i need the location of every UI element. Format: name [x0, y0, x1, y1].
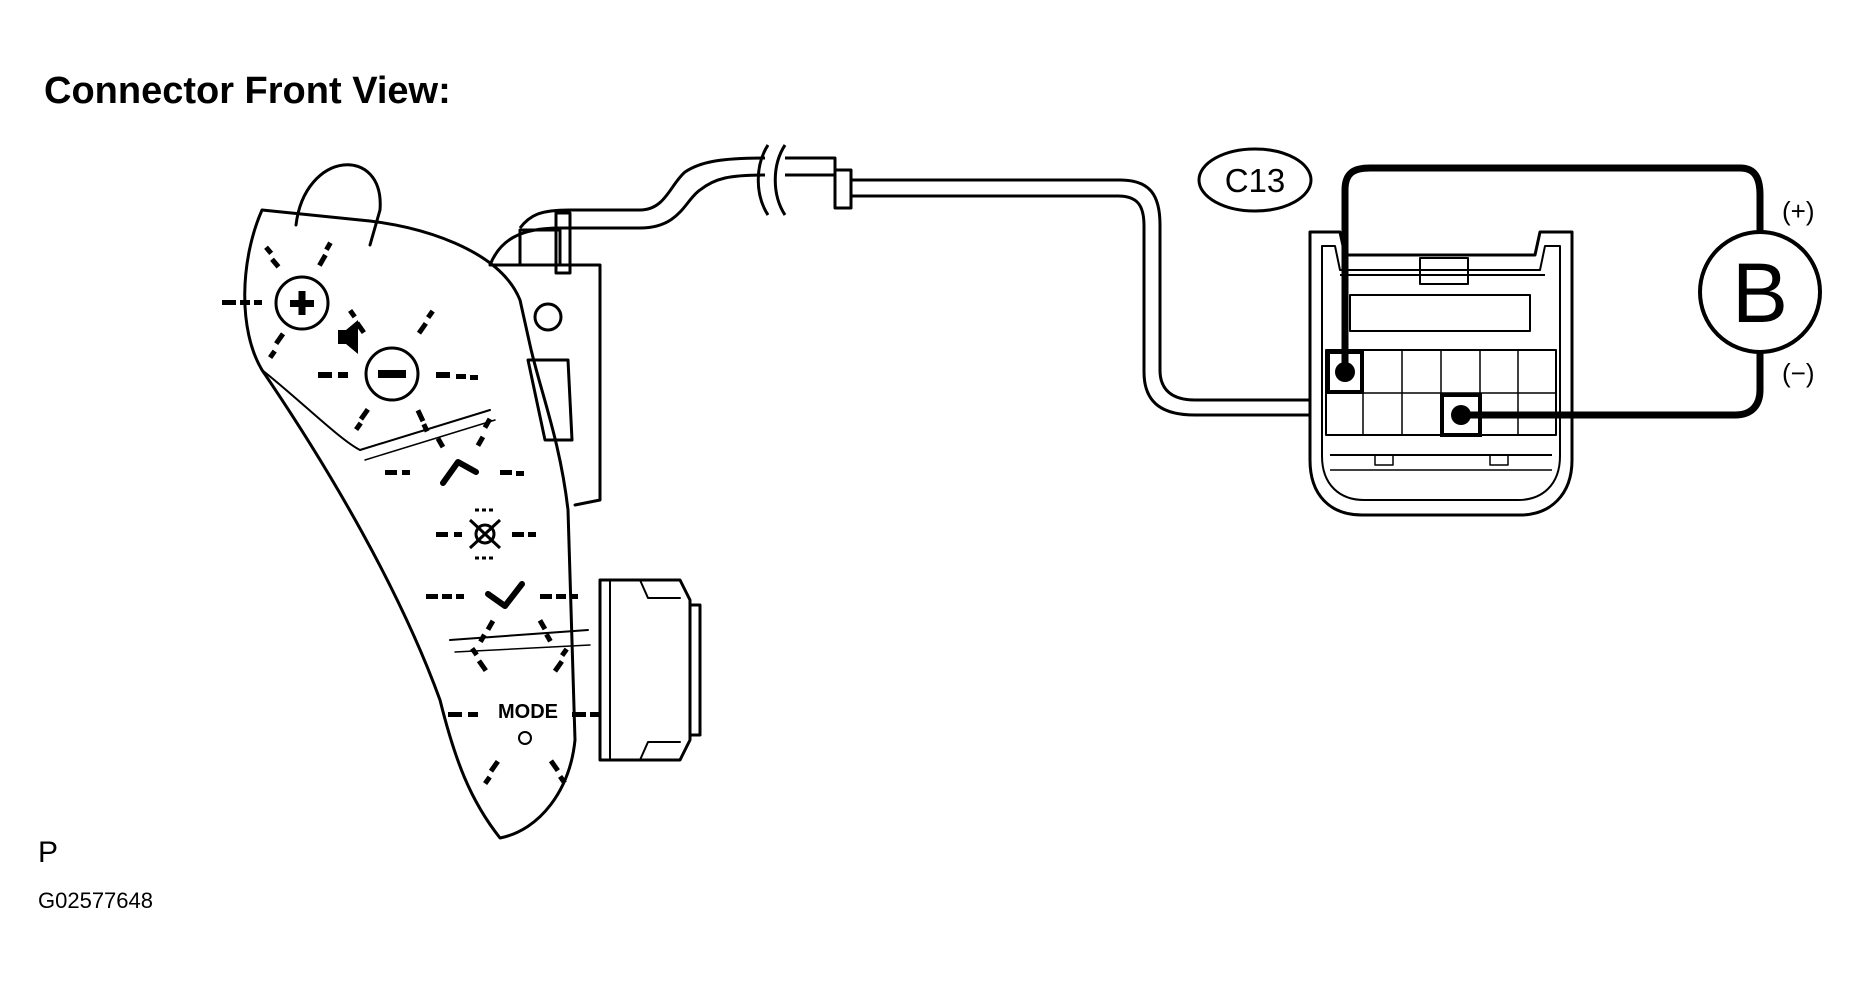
- footer-letter: P: [38, 836, 59, 869]
- mode-button-icon: MODE: [498, 701, 558, 745]
- steering-switch-assembly: [243, 163, 702, 840]
- plus-button-icon: [274, 275, 330, 331]
- negative-terminal-label: (−): [1782, 358, 1815, 388]
- meter-label: B: [1732, 246, 1788, 340]
- voice-icon: [468, 508, 502, 560]
- meter-leads: [1341, 164, 1764, 419]
- positive-terminal-label: (+): [1782, 196, 1815, 226]
- figure-id: G02577648: [38, 888, 153, 913]
- connector-c13-callout: C13: [1197, 147, 1313, 213]
- down-chevron-icon: [485, 581, 525, 609]
- ohmmeter-b: B: [1698, 230, 1822, 354]
- wire-harness: [488, 144, 1310, 417]
- minus-button-icon: [364, 346, 420, 402]
- mode-label: MODE: [498, 701, 558, 723]
- press-indicator-marks: [222, 241, 600, 785]
- up-chevron-icon: [440, 459, 479, 486]
- connector-label: C13: [1225, 162, 1286, 199]
- speaker-icon: [338, 320, 358, 354]
- diagram-title: Connector Front View:: [44, 70, 451, 112]
